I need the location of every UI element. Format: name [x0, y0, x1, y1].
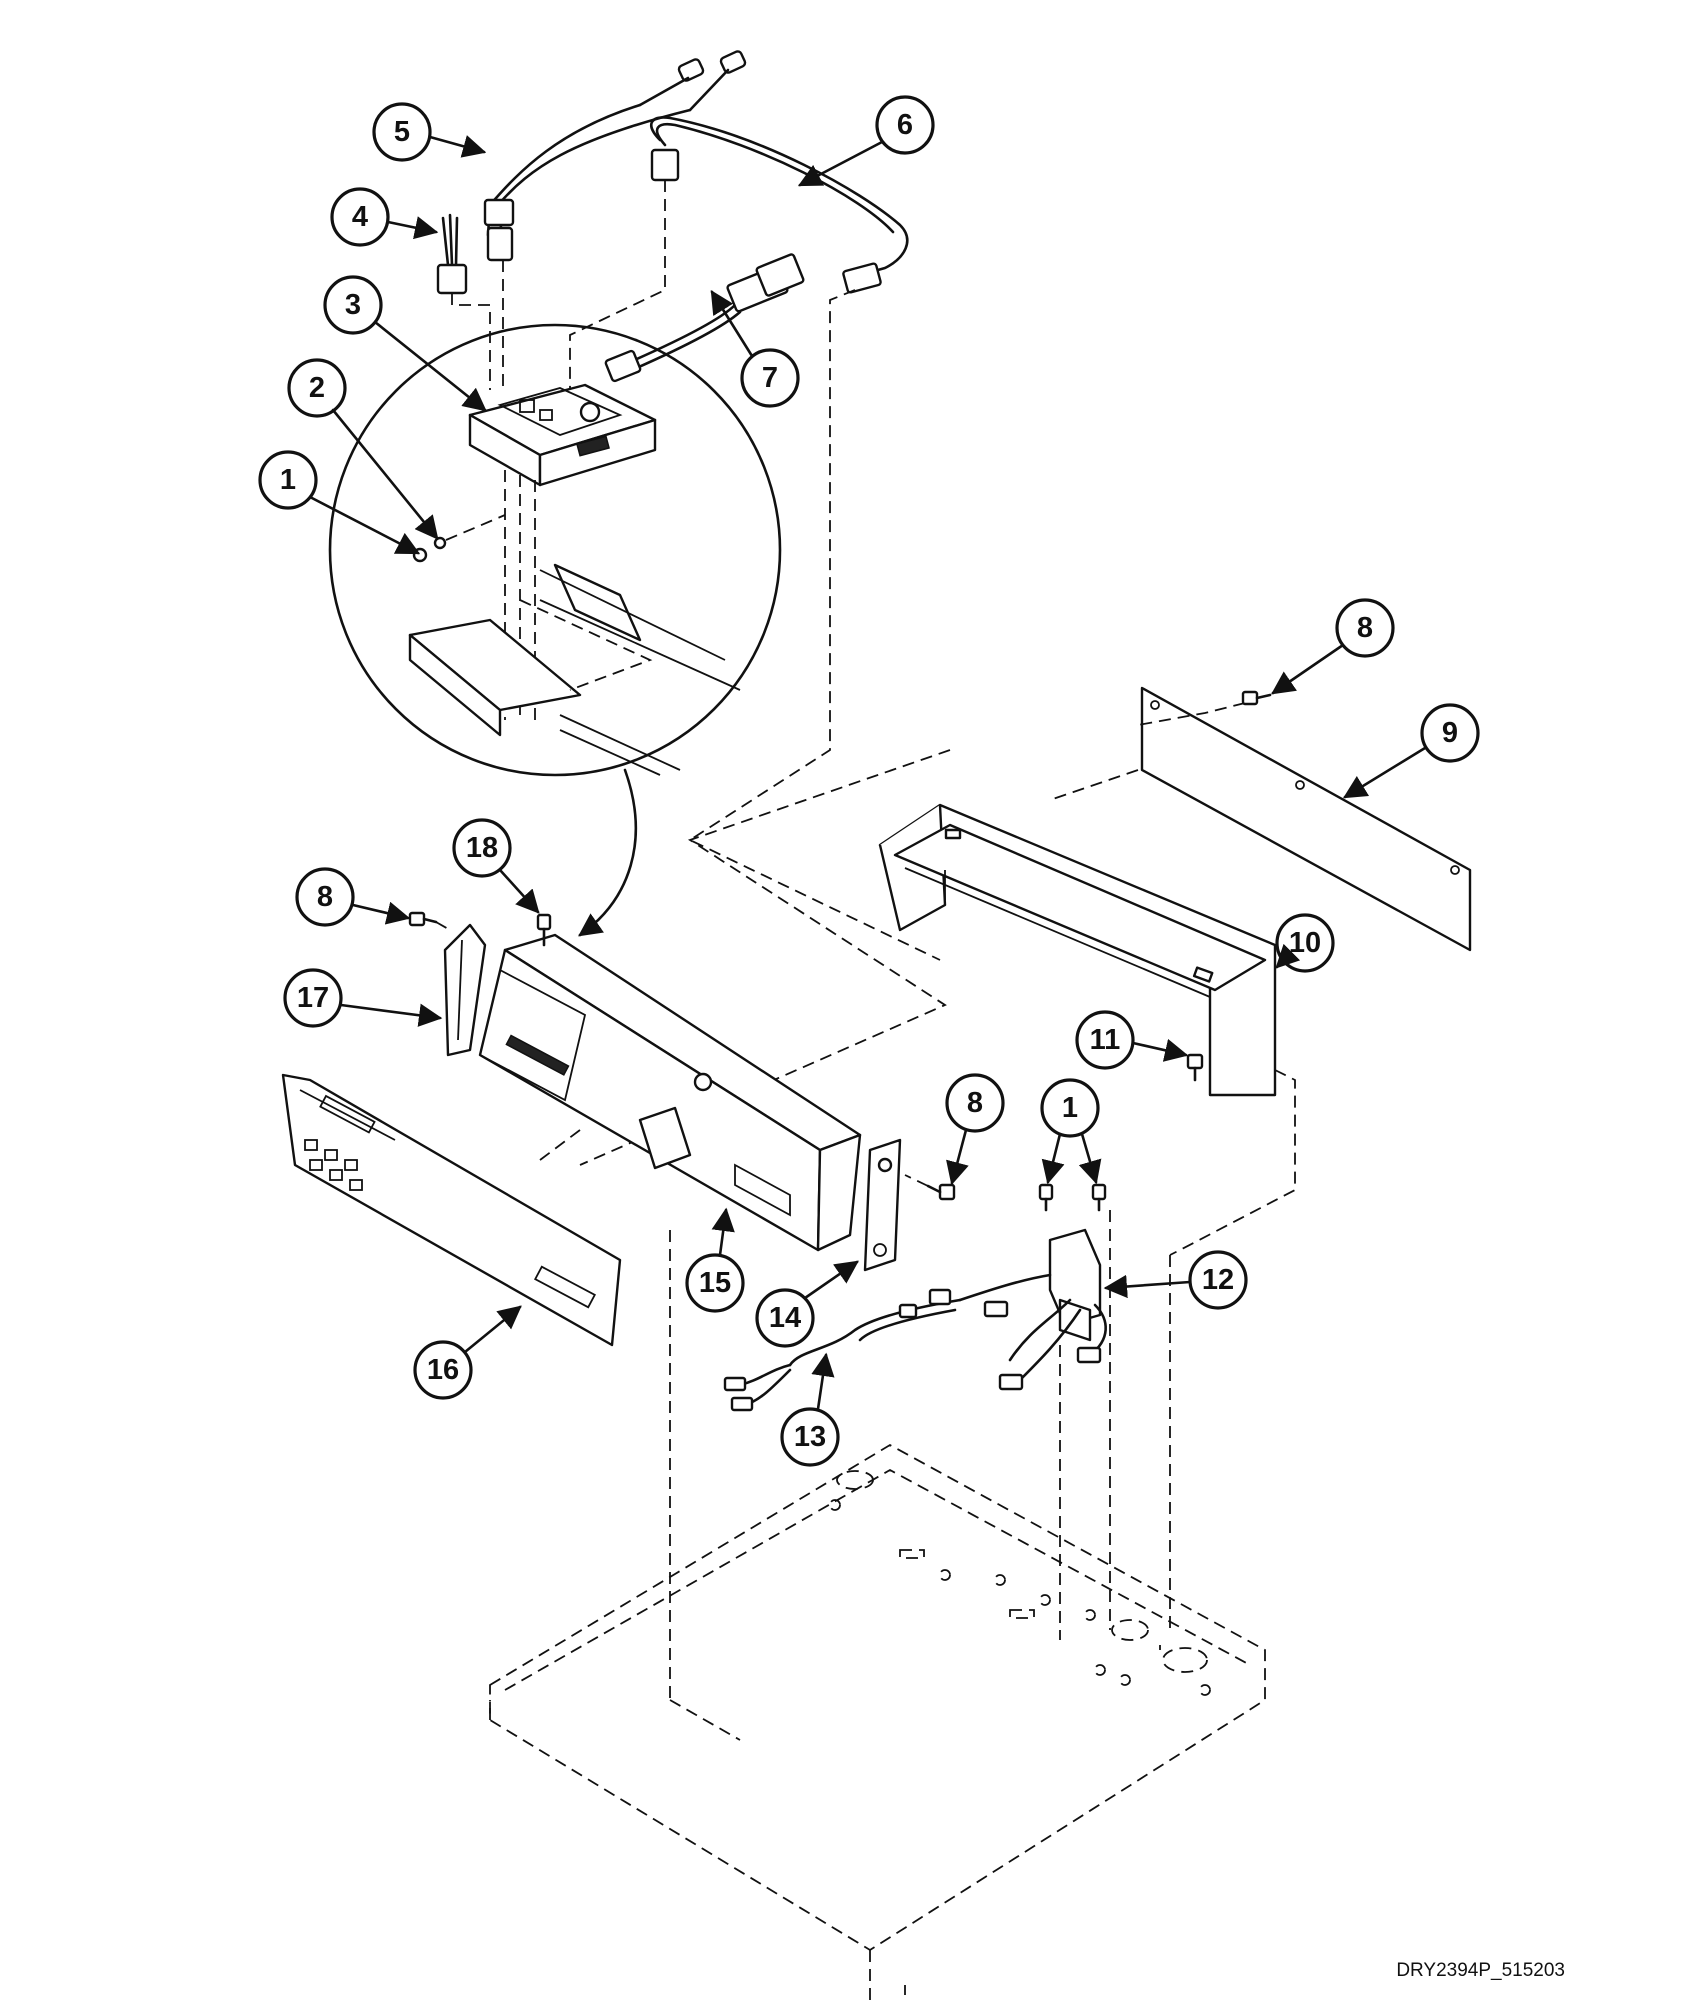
callout-5-label: 5 [394, 116, 410, 148]
cable-7 [604, 253, 805, 383]
side-bracket-17 [443, 923, 487, 1057]
callout-3: 3 [323, 275, 487, 412]
callout-14: 14 [755, 1260, 859, 1348]
callout-10: 10 [1275, 913, 1335, 973]
callout-11: 11 [1075, 1010, 1189, 1070]
callout-9-label: 9 [1442, 717, 1458, 749]
callout-18: 18 [452, 818, 540, 914]
callout-18-label: 18 [466, 832, 498, 864]
callout-2: 2 [287, 358, 439, 540]
screw-8-left [408, 911, 451, 931]
callout-3-label: 3 [345, 289, 361, 321]
callout-16: 16 [413, 1305, 522, 1400]
callout-2-label: 2 [309, 372, 325, 404]
callout-13: 13 [780, 1352, 840, 1467]
wire-harness-5 [483, 50, 747, 262]
callout-8-mid-label: 8 [967, 1087, 983, 1119]
leader-dashes-top [451, 180, 941, 961]
top-panel-base [489, 1443, 1266, 2000]
leader-dashes-mid [539, 749, 951, 1166]
callout-8-top-right: 8 [1271, 598, 1395, 695]
callout-5: 5 [372, 102, 487, 162]
callout-8-mid: 8 [945, 1073, 1005, 1186]
control-panel-15 [478, 933, 862, 1741]
screw-8-top-right [1241, 690, 1272, 706]
leader-dashes-bottom [1109, 1210, 1171, 1630]
callout-8-left-label: 8 [317, 881, 333, 913]
screw-8-mid [904, 1174, 956, 1201]
callout-8-left: 8 [295, 867, 411, 927]
callout-1-top: 1 [258, 450, 421, 555]
wire-harness-13 [723, 1288, 962, 1412]
callout-11-label: 11 [1090, 1024, 1121, 1056]
callout-16-label: 16 [427, 1354, 459, 1386]
drawing-id: DRY2394P_515203 [1396, 1960, 1565, 1981]
callout-6-label: 6 [897, 109, 913, 141]
callout-17-label: 17 [297, 982, 329, 1014]
callout-1-top-label: 1 [280, 464, 296, 496]
callout-8-top-right-label: 8 [1357, 612, 1373, 644]
side-bracket-14 [863, 1138, 902, 1272]
screw-11 [1169, 1053, 1296, 1256]
callout-4: 4 [330, 187, 439, 247]
callout-6: 6 [797, 95, 935, 187]
screw-1-and-washer-2 [412, 514, 506, 563]
screw-18 [536, 913, 552, 947]
callout-10-label: 10 [1289, 927, 1321, 959]
callout-4-label: 4 [352, 201, 368, 233]
callout-12-label: 12 [1202, 1264, 1234, 1296]
detail-bracket [408, 563, 741, 776]
callout-15-label: 15 [699, 1267, 731, 1299]
callout-7-label: 7 [762, 362, 778, 394]
callout-9: 9 [1343, 703, 1480, 799]
screws-1-bottom [1038, 1183, 1107, 1640]
callout-12: 12 [1103, 1250, 1248, 1310]
detail-circle [328, 323, 782, 937]
callout-17: 17 [283, 968, 443, 1028]
overlay-16 [281, 1073, 622, 1347]
bracket-10 [878, 803, 1277, 1097]
callout-14-label: 14 [769, 1302, 801, 1334]
wire-harness-4 [436, 213, 468, 295]
back-plate-9 [1049, 686, 1472, 952]
callout-1-bottom-label: 1 [1062, 1092, 1078, 1124]
callout-15: 15 [685, 1207, 745, 1313]
callout-1-bottom: 1 [1040, 1078, 1102, 1185]
transformer-12 [958, 1228, 1107, 1391]
callout-13-label: 13 [794, 1421, 826, 1453]
callout-7: 7 [710, 290, 800, 408]
